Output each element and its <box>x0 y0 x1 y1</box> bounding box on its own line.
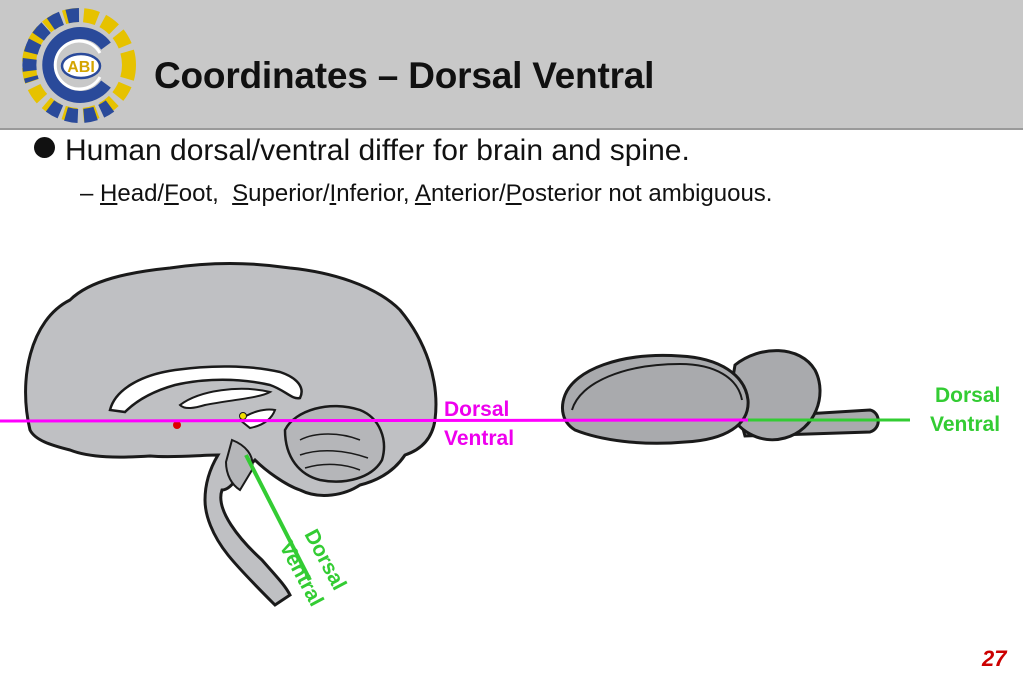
landmark-red-dot <box>173 421 181 429</box>
bullet-main-text: Human dorsal/ventral differ for brain an… <box>65 134 690 167</box>
sub-bullet-dash: – <box>80 180 94 207</box>
logo-text: ABI <box>67 59 95 76</box>
human-brain-illustration <box>24 262 438 607</box>
sub-bullet-initial: S <box>232 180 249 207</box>
slide-title: Coordinates – Dorsal Ventral <box>154 55 655 96</box>
sub-bullet-text: ead/ <box>117 180 165 207</box>
sub-bullet-text: nferior, <box>336 180 415 207</box>
sub-bullet-initial: H <box>100 180 118 207</box>
rodent-dorsal-label: Dorsal <box>935 384 1000 407</box>
brain-orientation-diagram: Dorsal Ventral Dorsal Ventral Dorsal Ven… <box>0 262 1000 610</box>
bullet-dot-icon <box>34 137 55 158</box>
header-band <box>0 0 1023 128</box>
sub-bullet-text: nterior/ <box>430 180 506 207</box>
rodent-ventral-label: Ventral <box>930 413 1000 436</box>
abi-logo: ABI <box>22 8 136 123</box>
sub-bullet-initial: A <box>414 180 431 207</box>
header-divider <box>0 128 1023 130</box>
sub-bullet-initial: F <box>164 180 179 207</box>
human-ventral-label: Ventral <box>444 427 514 450</box>
human-spine-axis <box>244 454 312 581</box>
rodent-brain-illustration <box>561 349 880 445</box>
human-dorsal-label: Dorsal <box>444 398 509 421</box>
sub-bullet-text: osterior not ambiguous. <box>521 180 773 207</box>
slide-number: 27 <box>982 646 1007 671</box>
sub-bullet-text: uperior/ <box>248 180 330 207</box>
sub-bullet: – Head/Foot, Superior/Inferior, Anterior… <box>80 180 772 208</box>
sub-bullet-initial: P <box>505 180 522 207</box>
sub-bullet-text: oot, <box>178 180 233 207</box>
sub-bullet-initial: I <box>329 180 337 207</box>
bullet-main: Human dorsal/ventral differ for brain an… <box>34 134 690 168</box>
brain-dorsal-ventral-axis <box>0 418 749 423</box>
landmark-yellow-dot <box>239 412 247 420</box>
